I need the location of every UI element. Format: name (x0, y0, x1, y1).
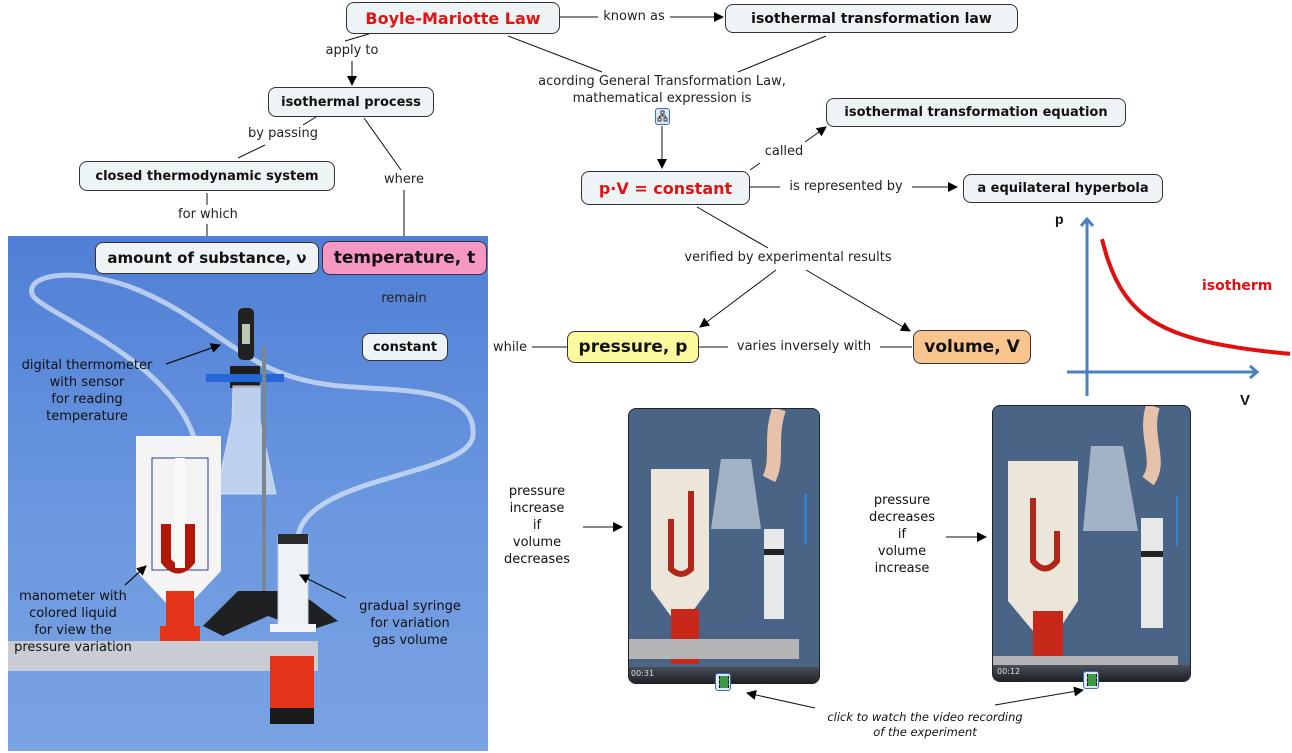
link-while: while (492, 340, 528, 355)
node-volume[interactable]: volume, V (913, 330, 1031, 364)
video-thumbnail-volume-increase[interactable]: 00:12 (992, 405, 1191, 682)
link-by-passing: by passing (248, 126, 318, 141)
apparatus-illustration (8, 272, 476, 724)
link-according-line2: mathematical expression is (572, 91, 752, 106)
concept-map-submap-icon[interactable] (655, 108, 670, 125)
hierarchy-icon (657, 110, 668, 122)
video-time-left: 00:31 (631, 669, 655, 678)
link-called: called (764, 144, 804, 159)
node-pv-constant[interactable]: p·V = constant (581, 171, 750, 205)
node-isothermal-process[interactable]: isothermal process (268, 87, 434, 117)
link-represented-by: is represented by (789, 179, 903, 194)
video-time-right: 00:12 (997, 667, 1021, 676)
node-pressure[interactable]: pressure, p (567, 331, 699, 363)
isotherm-annotation: isotherm (1202, 278, 1272, 294)
node-temperature[interactable]: temperature, t (322, 241, 487, 275)
node-equilateral-hyperbola[interactable]: a equilateral hyperbola (963, 174, 1163, 203)
x-axis-label: V (1240, 392, 1250, 409)
link-verified-by: verified by experimental results (684, 250, 892, 265)
video-thumbnail-volume-decrease[interactable]: 00:31 (628, 408, 820, 684)
node-isothermal-transformation-equation[interactable]: isothermal transformation equation (826, 98, 1126, 127)
node-boyle-mariotte-law[interactable]: Boyle-Mariotte Law (346, 2, 560, 34)
video-frame-right (993, 406, 1190, 681)
link-according-line1: acording General Transformation Law, (538, 74, 786, 89)
click-to-watch-note: click to watch the video recording of th… (827, 710, 1023, 739)
link-apply-to: apply to (325, 43, 379, 58)
link-varies-inversely: varies inversely with (736, 339, 872, 354)
link-known-as: known as (603, 9, 665, 24)
video-icon-right[interactable] (1083, 671, 1099, 689)
apparatus-photo (8, 236, 488, 751)
link-for-which: for which (178, 207, 238, 222)
node-amount-of-substance[interactable]: amount of substance, ν (95, 242, 319, 274)
node-isothermal-transformation-law[interactable]: isothermal transformation law (725, 4, 1018, 33)
video-icon-left[interactable] (715, 673, 731, 691)
isotherm-chart: p V isotherm (1055, 211, 1291, 409)
node-closed-thermodynamic-system[interactable]: closed thermodynamic system (79, 161, 335, 191)
link-remain: remain (381, 291, 427, 306)
link-where: where (384, 172, 424, 187)
node-constant[interactable]: constant (362, 333, 448, 361)
y-axis-label: p (1055, 211, 1064, 227)
isotherm-curve (1100, 238, 1291, 356)
video-frame-left (629, 409, 819, 683)
